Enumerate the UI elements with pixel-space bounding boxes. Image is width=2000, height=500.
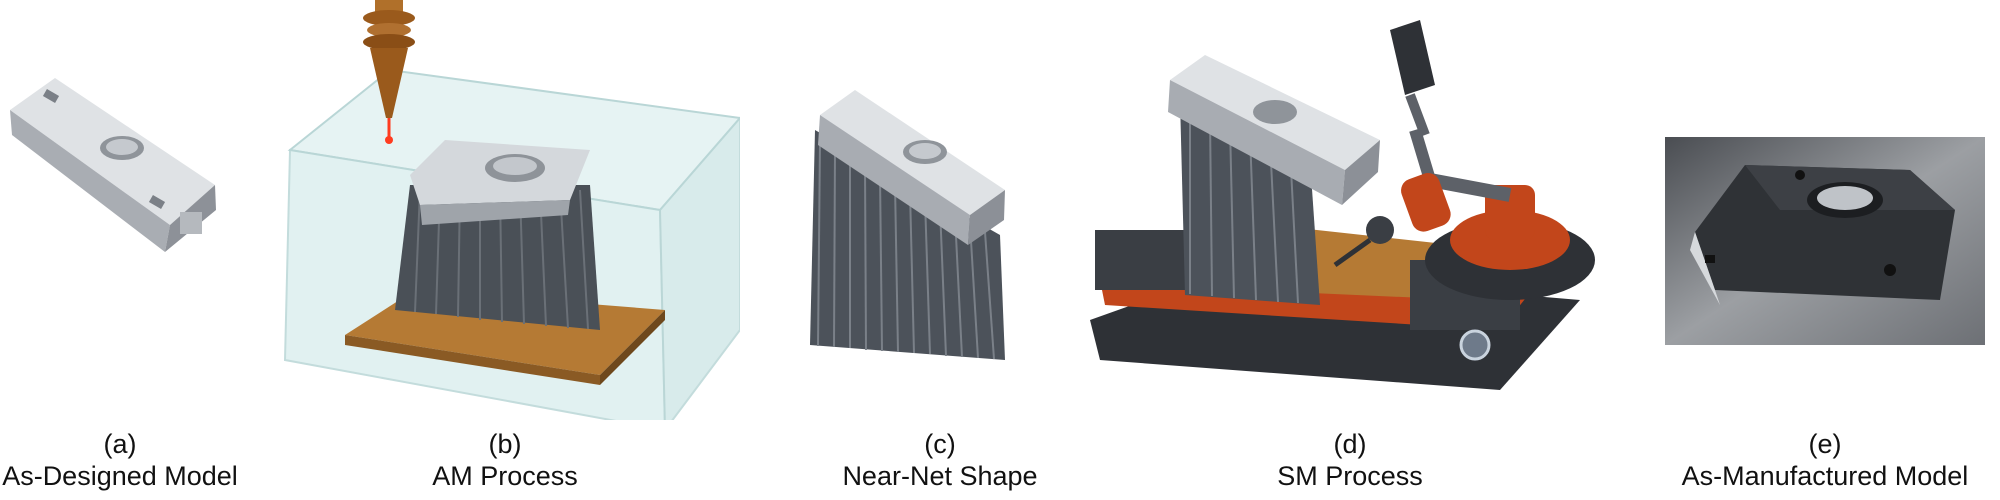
caption-letter-c: (c) (924, 429, 956, 459)
caption-letter-e: (e) (1808, 429, 1842, 459)
panel-near-net-shape: (c) Near-Net Shape (790, 0, 1090, 500)
panel-as-designed: (a) As-Designed Model (0, 0, 240, 500)
designed-part-icon (10, 78, 216, 252)
caption-title-d: SM Process (1277, 461, 1423, 491)
caption-title-a: As-Designed Model (2, 461, 238, 491)
machining-robot-icon (1090, 20, 1595, 390)
caption-letter-a: (a) (103, 429, 137, 459)
caption-title-c: Near-Net Shape (842, 461, 1038, 491)
caption-letter-d: (d) (1333, 429, 1367, 459)
panel-am-process: (b) AM Process (270, 0, 740, 500)
panel-sm-process: (d) SM Process (1080, 0, 1620, 500)
additive-printer-icon (283, 0, 740, 420)
caption-title-b: AM Process (432, 461, 578, 491)
panel-as-manufactured: (e) As-Manufactured Model (1650, 0, 2000, 500)
caption-letter-b: (b) (488, 429, 522, 459)
caption-title-e: As-Manufactured Model (1681, 461, 1969, 491)
near-net-part-icon (810, 90, 1005, 360)
manufactured-part-photo-icon (1665, 137, 1985, 345)
